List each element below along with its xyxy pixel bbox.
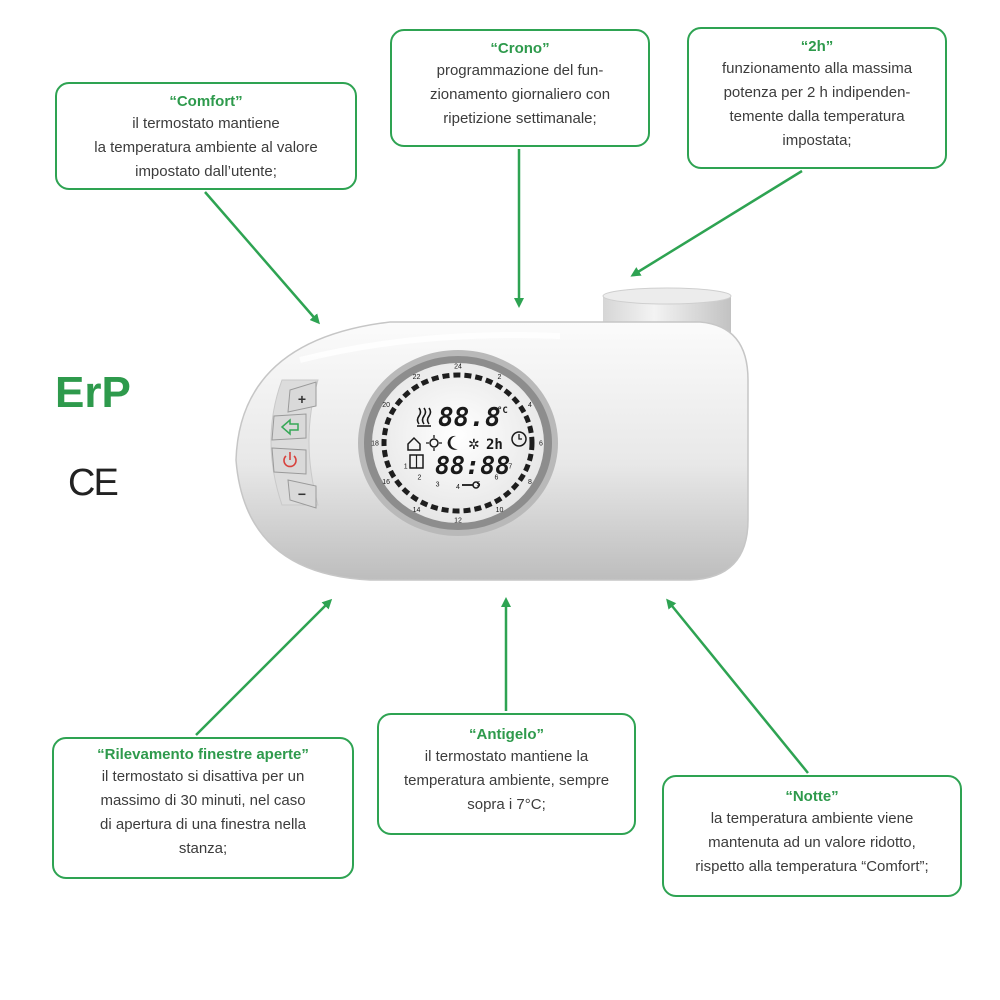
sun-icon (426, 435, 442, 451)
callout-text: funzionamento alla massima potenza per 2… (721, 60, 913, 149)
day-number: 2 (418, 475, 422, 482)
clock-number: 18 (371, 441, 379, 448)
ce-mark: CE (68, 462, 119, 504)
key-icon (462, 481, 480, 489)
clock-number: 20 (382, 402, 390, 409)
arrow-comfort (204, 191, 320, 325)
time-readout: 88:88 (435, 451, 510, 480)
clock-number: 16 (382, 479, 390, 486)
callout-crono: “Crono” programmazione del fun- zionamen… (390, 29, 650, 147)
erp-logo: ErP (55, 368, 131, 417)
callout-comfort: “Comfort” il termostato mantiene la temp… (55, 82, 357, 190)
callout-title: “Comfort” (169, 93, 243, 110)
heat-icon (416, 407, 432, 427)
arrow-icon (280, 418, 299, 436)
plus-button[interactable]: + (287, 381, 317, 413)
clock-number: 4 (528, 402, 532, 409)
arrow-notte (666, 598, 809, 774)
clock-number: 24 (454, 364, 462, 371)
callout-title: “2h” (800, 38, 834, 55)
svg-text:+: + (298, 391, 306, 407)
clock-number: 2 (498, 374, 502, 381)
callout-finestre-aperte: “Rilevamento finestre aperte” il termost… (52, 737, 354, 879)
snowflake-icon: ✲ (468, 436, 480, 452)
day-number: 3 (436, 482, 440, 489)
callout-title: “Antigelo” (469, 726, 544, 743)
dial-ring (381, 372, 535, 514)
day-number: 6 (495, 475, 499, 482)
minus-button[interactable]: − (287, 479, 317, 509)
temperature-unit: °C (497, 406, 508, 416)
callout-notte: “Notte” la temperatura ambiente viene ma… (662, 775, 962, 897)
clock-number: 14 (413, 507, 421, 514)
callout-text: il termostato mantiene la temperatura am… (403, 748, 610, 813)
temperature-readout: 88.8 (438, 403, 501, 433)
home-icon (407, 436, 421, 451)
moon-icon (447, 435, 458, 450)
clock-number: 8 (528, 479, 532, 486)
clock-number: 22 (413, 374, 421, 381)
power-icon (283, 452, 297, 468)
clock-number: 10 (496, 507, 504, 514)
clock-icon (511, 431, 527, 447)
clock-number: 12 (454, 518, 462, 525)
day-number: 7 (508, 464, 512, 471)
svg-text:−: − (298, 486, 306, 502)
clock-number: 6 (539, 441, 543, 448)
callout-text: il termostato si disattiva per un massim… (100, 768, 306, 857)
arrow-finestre (195, 598, 333, 736)
callout-antigelo: “Antigelo” il termostato mantiene la tem… (377, 713, 636, 835)
two-h-indicator: 2h (486, 437, 503, 453)
day-number: 1 (404, 464, 408, 471)
power-button[interactable] (271, 447, 307, 475)
callout-title: “Rilevamento finestre aperte” (97, 746, 309, 763)
callout-2h: “2h” funzionamento alla massima potenza … (687, 27, 947, 169)
comfort-mode-button[interactable] (271, 413, 307, 441)
callout-title: “Notte” (785, 788, 839, 805)
callout-text: il termostato mantiene la temperatura am… (94, 115, 318, 180)
callout-title: “Crono” (490, 40, 550, 57)
callout-text: programmazione del fun- zionamento giorn… (429, 62, 611, 127)
arrow-2h (630, 169, 803, 277)
window-icon (409, 454, 424, 469)
day-number: 4 (456, 484, 460, 491)
callout-text: la temperatura ambiente viene mantenuta … (695, 810, 929, 875)
